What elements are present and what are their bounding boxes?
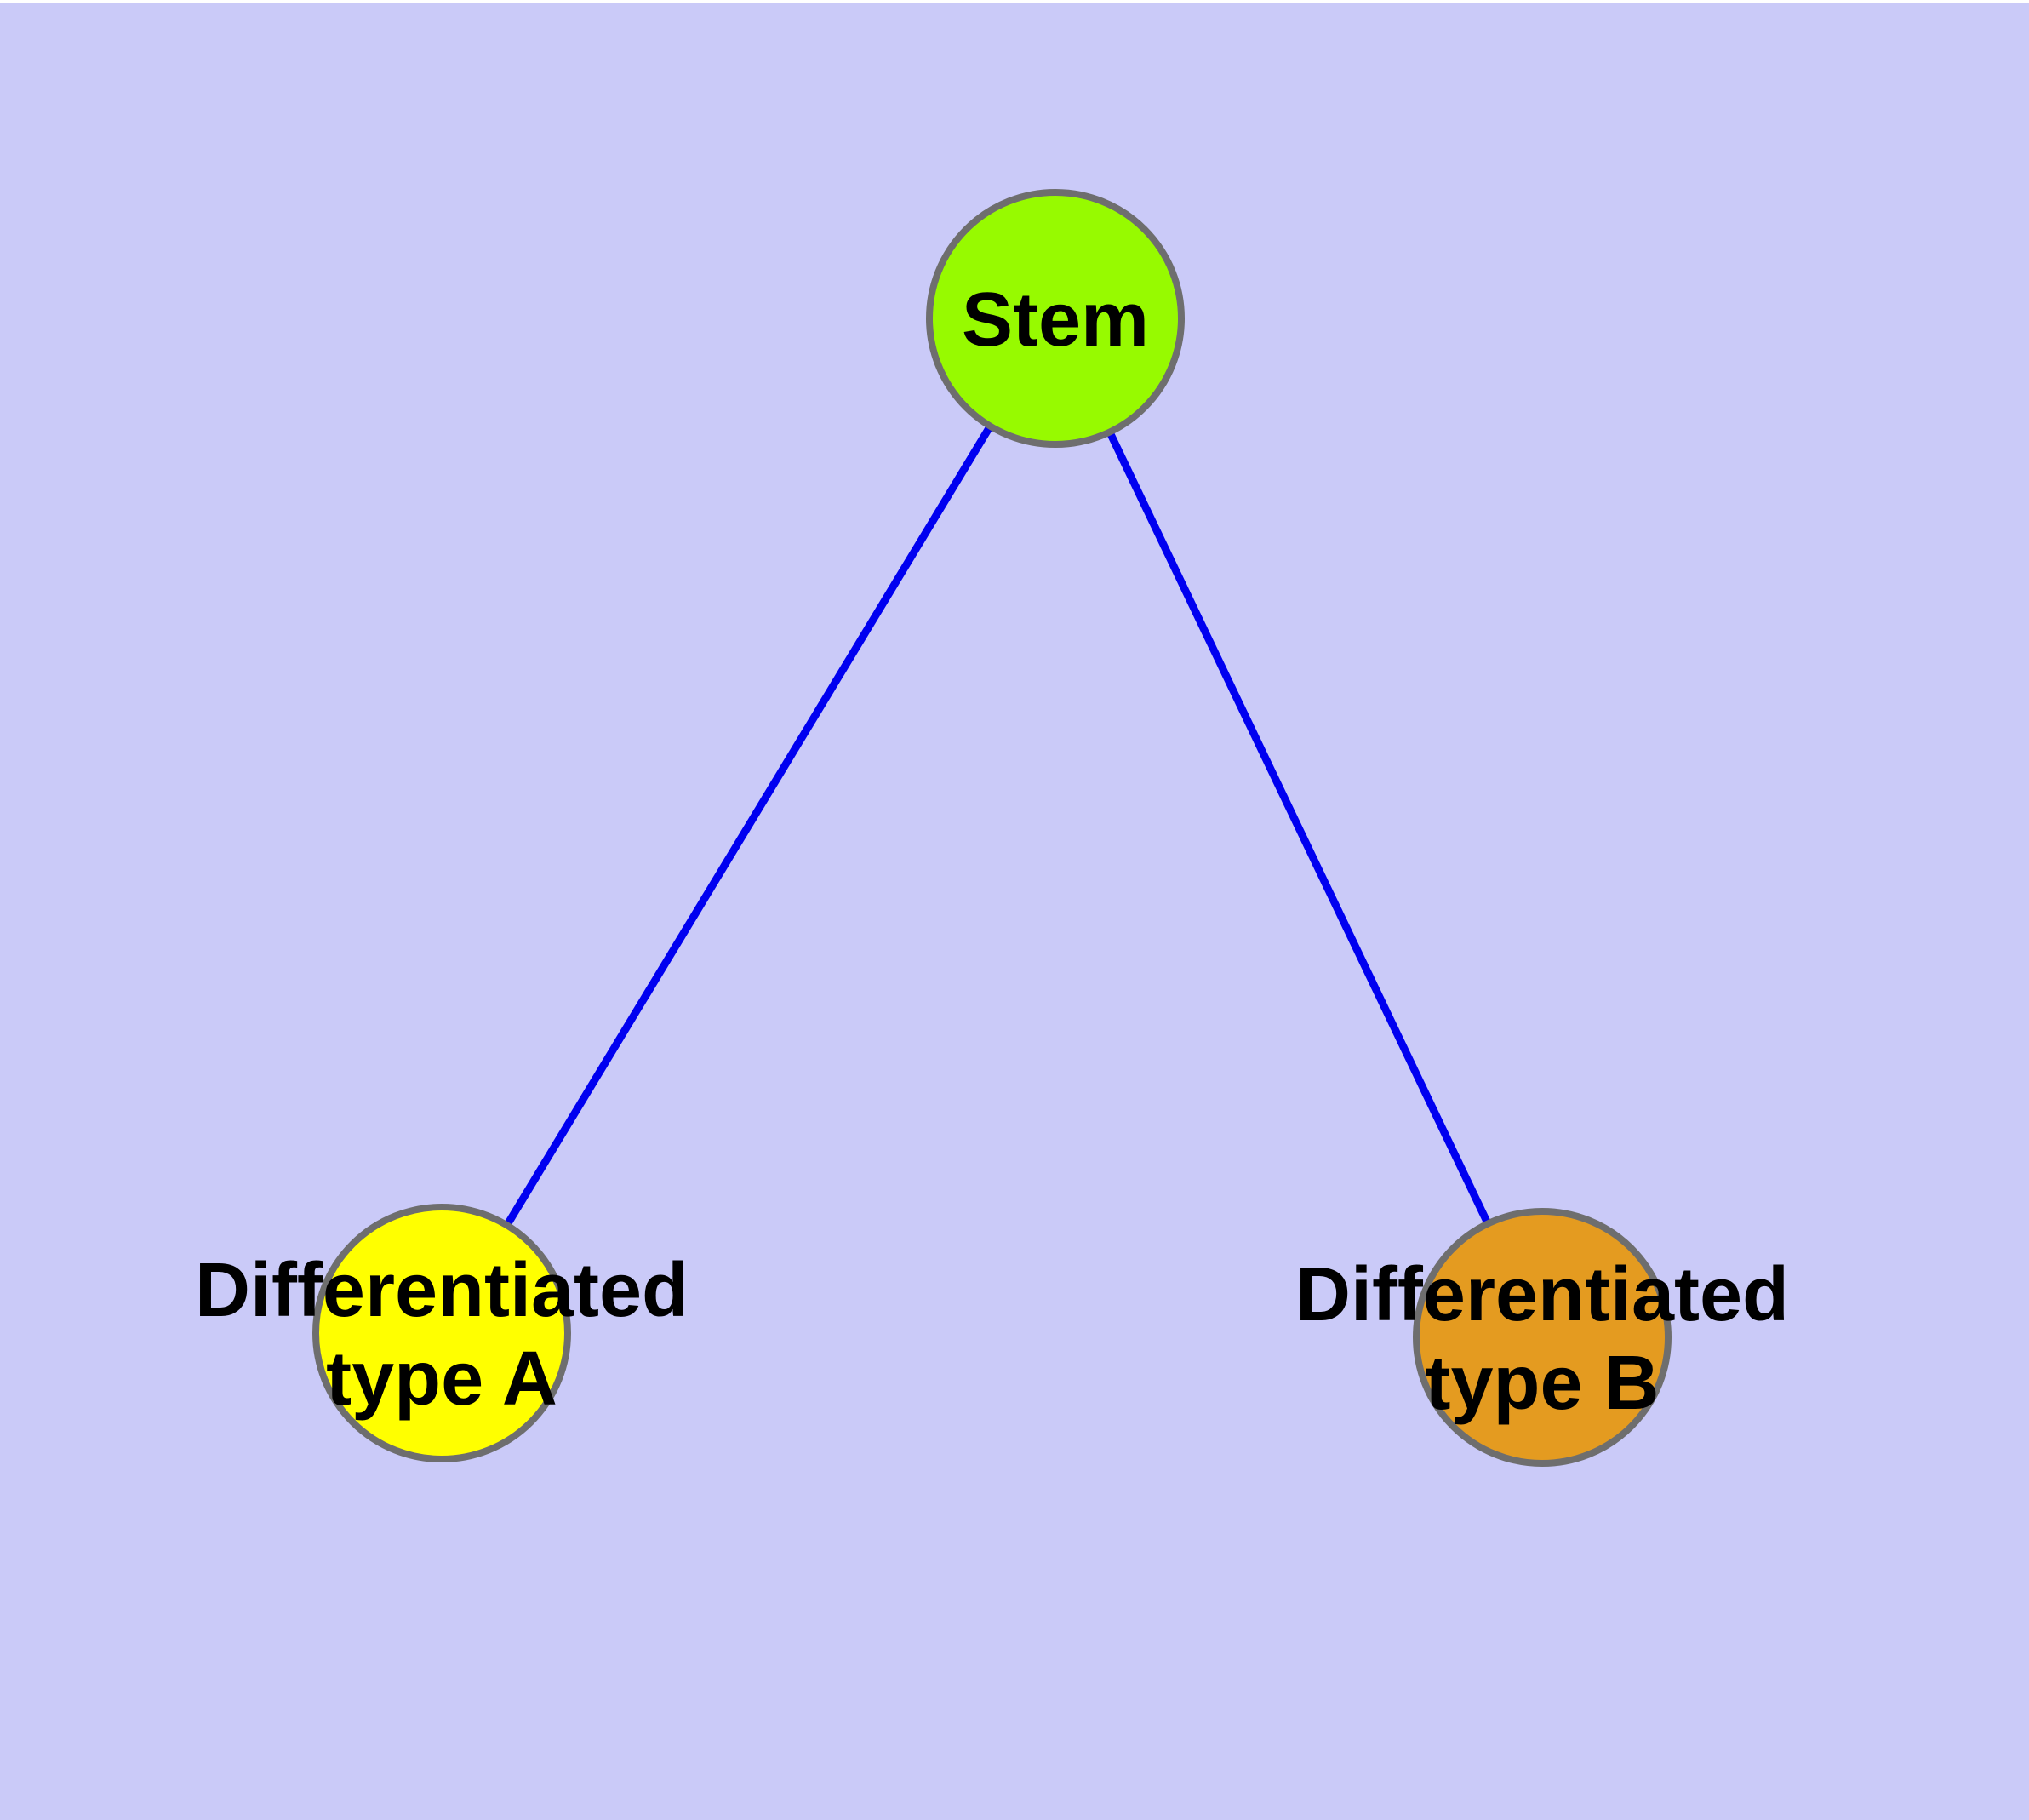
node-differentiated-type-b [1413,1208,1672,1467]
node-differentiated-type-a [312,1204,571,1462]
edge-stem-to-differentiated-type-b [1051,317,1546,1339]
edge-stem-to-differentiated-type-a [438,316,1059,1336]
node-label-differentiated-type-b-line-2: type B [1425,1341,1659,1426]
nodes-layer [312,189,1672,1467]
node-stem [926,189,1185,448]
top-margin [0,0,2029,3]
node-label-stem-line-1: Stem [962,278,1149,363]
node-label-differentiated-type-a-line-2: type A [326,1336,557,1422]
node-label-differentiated-type-a-line-1: Differentiated [195,1248,689,1333]
node-label-differentiated-type-b-line-1: Differentiated [1295,1252,1789,1337]
edges-layer [438,316,1546,1339]
